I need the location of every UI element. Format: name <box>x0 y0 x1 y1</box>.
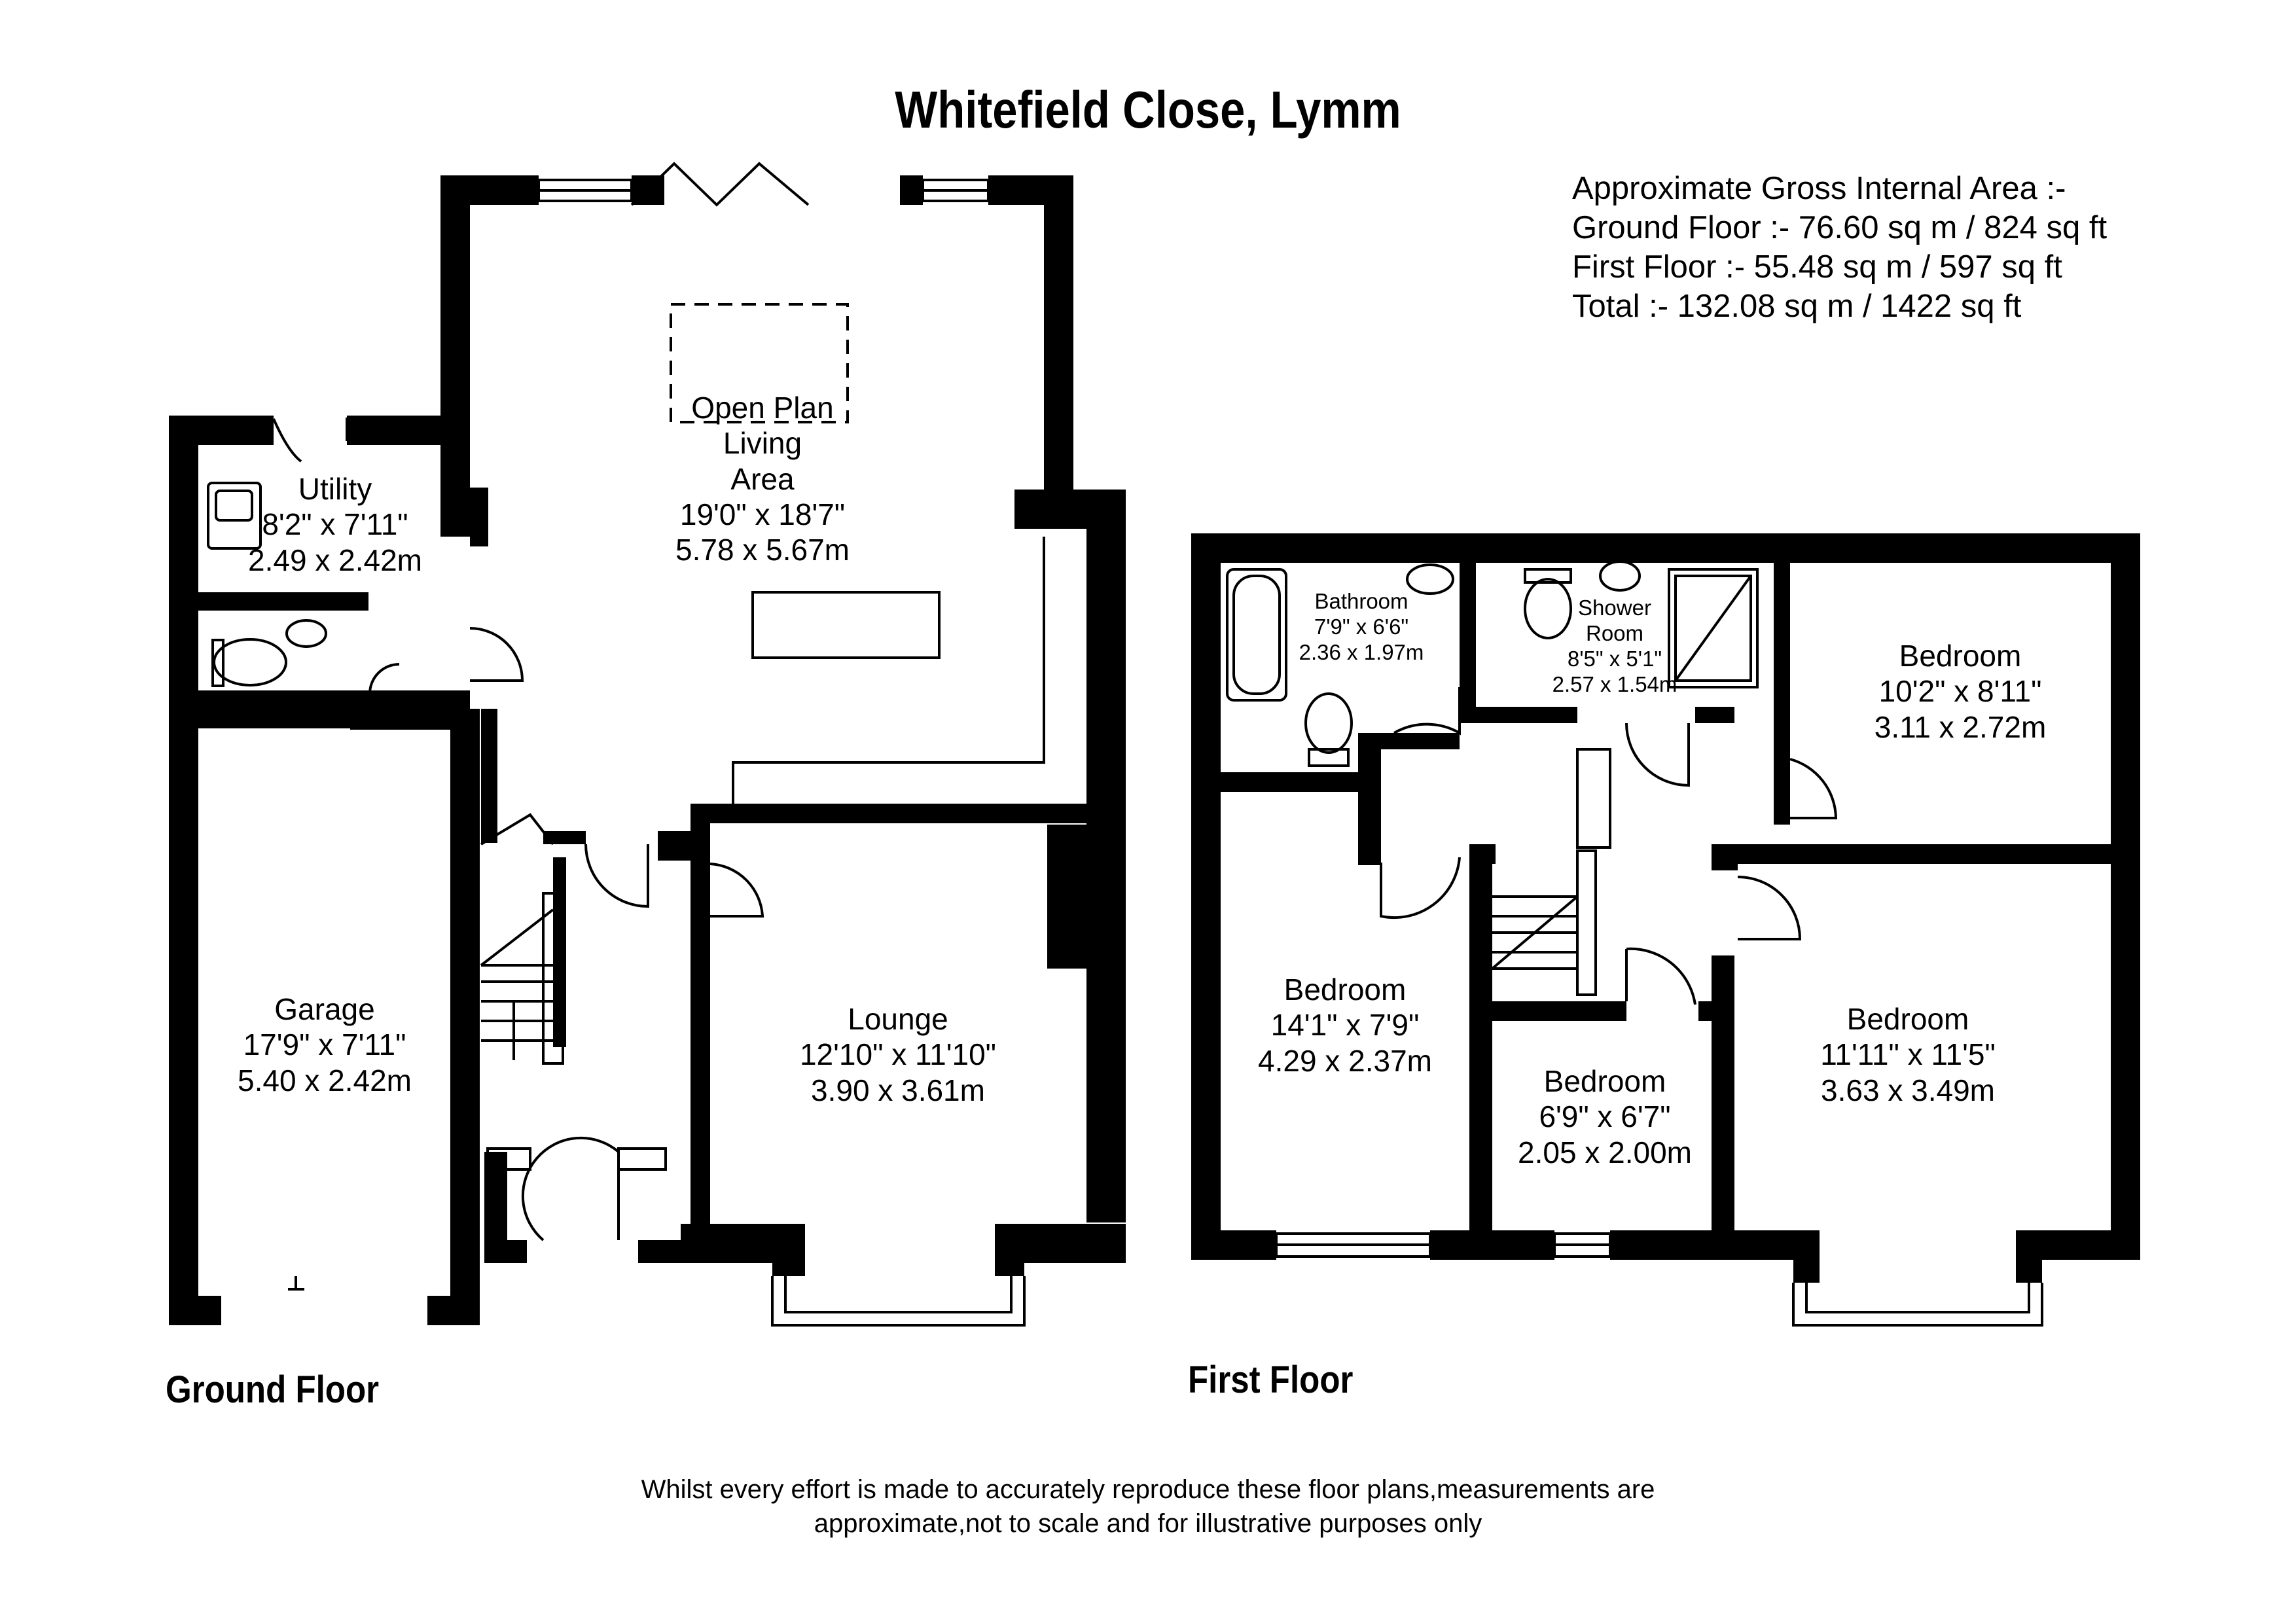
room-name: Bathroom <box>1314 589 1408 613</box>
room-metric: 3.63 x 3.49m <box>1821 1073 1995 1107</box>
room-bedroom-small: Bedroom 6'9" x 6'7" 2.05 x 2.00m <box>1518 1063 1692 1170</box>
ground-floor-details <box>207 162 1045 1327</box>
room-metric: 4.29 x 2.37m <box>1258 1043 1432 1078</box>
room-name: Bedroom <box>1543 1064 1666 1098</box>
room-name: Garage <box>274 992 375 1026</box>
room-bathroom: Bathroom 7'9" x 6'6" 2.36 x 1.97m <box>1299 589 1424 666</box>
room-imperial: 17'9" x 7'11" <box>243 1027 406 1062</box>
room-name: Area <box>730 461 795 496</box>
room-name: Bedroom <box>1899 639 2022 673</box>
first-floor-details <box>1226 535 2043 1327</box>
room-imperial: 11'11" x 11'5" <box>1820 1037 1996 1072</box>
area-summary: Approximate Gross Internal Area :- Groun… <box>1572 169 2107 326</box>
room-open-plan: Open Plan Living Area 19'0" x 18'7" 5.78… <box>675 390 850 567</box>
room-bedroom-se: Bedroom 11'11" x 11'5" 3.63 x 3.49m <box>1820 1001 1996 1108</box>
room-bedroom-ne: Bedroom 10'2" x 8'11" 3.11 x 2.72m <box>1874 638 2047 745</box>
room-imperial: 8'5" x 5'1" <box>1567 646 1662 671</box>
room-name: Lounge <box>848 1002 948 1036</box>
area-ground: Ground Floor :- 76.60 sq m / 824 sq ft <box>1572 210 2108 245</box>
disclaimer: Whilst every effort is made to accuratel… <box>0 1472 2296 1541</box>
disclaimer-line: Whilst every effort is made to accuratel… <box>641 1475 1655 1504</box>
room-lounge: Lounge 12'10" x 11'10" 3.90 x 3.61m <box>800 1001 996 1108</box>
room-imperial: 10'2" x 8'11" <box>1878 674 2042 709</box>
area-total: Total :- 132.08 sq m / 1422 sq ft <box>1572 289 2022 324</box>
room-name: Shower <box>1578 596 1651 620</box>
room-metric: 3.11 x 2.72m <box>1874 709 2047 744</box>
room-name: Bedroom <box>1846 1002 1969 1036</box>
room-imperial: 7'9" x 6'6" <box>1314 614 1409 639</box>
room-metric: 2.36 x 1.97m <box>1299 639 1424 664</box>
room-metric: 2.05 x 2.00m <box>1518 1135 1692 1169</box>
room-name: Utility <box>298 472 372 506</box>
room-name: Open Plan <box>691 391 834 425</box>
ground-floor-plan <box>169 175 1126 1325</box>
room-imperial: 6'9" x 6'7" <box>1539 1099 1671 1134</box>
room-shower: Shower Room 8'5" x 5'1" 2.57 x 1.54m <box>1552 596 1677 698</box>
first-floor-label: First Floor <box>1188 1359 1354 1401</box>
room-metric: 2.49 x 2.42m <box>248 543 422 577</box>
room-metric: 5.40 x 2.42m <box>238 1063 412 1097</box>
room-metric: 3.90 x 3.61m <box>811 1073 985 1107</box>
room-utility: Utility 8'2" x 7'11" 2.49 x 2.42m <box>248 471 422 578</box>
room-name: Living <box>723 426 802 461</box>
area-first: First Floor :- 55.48 sq m / 597 sq ft <box>1572 249 2062 285</box>
room-imperial: 8'2" x 7'11" <box>262 507 408 542</box>
room-metric: 2.57 x 1.54m <box>1552 671 1677 696</box>
first-floor-plan <box>1191 533 2140 1283</box>
ground-floor-label: Ground Floor <box>166 1368 380 1411</box>
disclaimer-line: approximate,not to scale and for illustr… <box>814 1509 1482 1538</box>
room-garage: Garage 17'9" x 7'11" 5.40 x 2.42m <box>238 991 412 1098</box>
area-heading: Approximate Gross Internal Area :- <box>1572 171 2066 206</box>
room-imperial: 19'0" x 18'7" <box>679 497 846 531</box>
room-name: Bedroom <box>1283 972 1407 1007</box>
room-metric: 5.78 x 5.67m <box>675 533 850 567</box>
room-imperial: 12'10" x 11'10" <box>799 1037 997 1072</box>
room-bedroom-w: Bedroom 14'1" x 7'9" 4.29 x 2.37m <box>1258 972 1432 1079</box>
room-imperial: 14'1" x 7'9" <box>1270 1008 1420 1043</box>
page-title: Whitefield Close, Lymm <box>895 80 1401 139</box>
room-name: Room <box>1585 620 1644 645</box>
